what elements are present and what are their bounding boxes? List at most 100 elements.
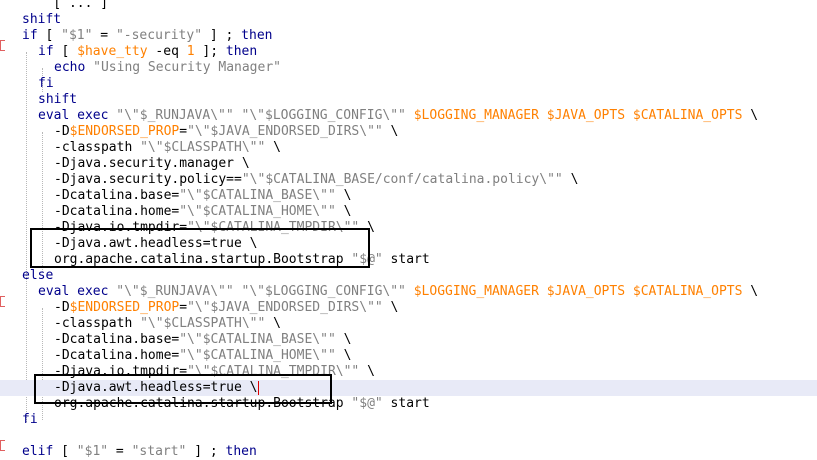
code-token: -Dcatalina.home= xyxy=(54,204,180,219)
code-line[interactable] xyxy=(0,428,817,444)
code-token: elif xyxy=(22,444,54,459)
indent-guide xyxy=(42,308,43,420)
code-token: start xyxy=(382,252,430,267)
code-token: -classpath xyxy=(54,316,141,331)
code-token: ] ; xyxy=(186,444,226,459)
code-token: -Djava.io.tmpdir= xyxy=(54,220,188,235)
indent-guide xyxy=(42,132,43,272)
code-token: \ xyxy=(335,332,352,347)
code-token: = xyxy=(179,124,188,139)
code-token: -Dcatalina.base= xyxy=(54,332,180,347)
code-line[interactable]: else xyxy=(0,268,817,284)
code-token: \ xyxy=(742,284,759,299)
code-line[interactable]: -D$ENDORSED_PROP="\"$JAVA_ENDORSED_DIRS\… xyxy=(0,300,817,316)
code-token: "Using Security Manager" xyxy=(93,60,281,75)
code-token: fi xyxy=(38,76,54,91)
code-token: \ xyxy=(265,316,281,331)
code-token xyxy=(85,60,93,75)
code-line[interactable]: -Djava.security.manager \ xyxy=(0,156,817,172)
code-token: "\"$JAVA_ENDORSED_DIRS\"" xyxy=(187,300,383,315)
code-line[interactable]: -classpath "\"$CLASSPATH\"" \ xyxy=(0,140,817,156)
code-token: "\"$CATALINA_TMPDIR\"" xyxy=(187,220,360,235)
code-token: = xyxy=(179,300,188,315)
code-token: \ xyxy=(359,364,375,379)
code-token: "\"$JAVA_ENDORSED_DIRS\"" xyxy=(187,124,383,139)
code-token: "\"$CATALINA_HOME\"" xyxy=(179,348,336,363)
code-token: $have_tty xyxy=(77,44,148,59)
code-token: \ xyxy=(335,188,352,203)
code-token: "$1" xyxy=(61,28,93,43)
code-line[interactable]: -Dcatalina.home="\"$CATALINA_HOME\"" \ xyxy=(0,204,817,220)
code-token: \ xyxy=(265,140,281,155)
code-token: "\"$CATALINA_HOME\"" xyxy=(179,204,336,219)
code-line[interactable]: org.apache.catalina.startup.Bootstrap "$… xyxy=(0,252,817,268)
code-line[interactable]: -classpath "\"$CLASSPATH\"" \ xyxy=(0,316,817,332)
fold-marker-icon[interactable] xyxy=(0,440,5,451)
code-token: then xyxy=(241,28,273,43)
highlight-box xyxy=(30,228,370,268)
code-line[interactable]: -Djava.security.policy=="\"$CATALINA_BAS… xyxy=(0,172,817,188)
code-line[interactable]: -Dcatalina.base="\"$CATALINA_BASE\"" \ xyxy=(0,332,817,348)
code-token: -Djava.security.policy== xyxy=(54,172,242,187)
code-line[interactable]: shift xyxy=(0,12,817,28)
code-token: shift xyxy=(38,92,78,107)
code-token: $ENDORSED_PROP xyxy=(69,124,180,139)
text-caret xyxy=(257,380,259,395)
code-token: "start" xyxy=(131,444,187,459)
code-token xyxy=(406,284,414,299)
code-line[interactable]: -Djava.awt.headless=true \ xyxy=(0,236,817,252)
code-token: "\"$CLASSPATH\"" xyxy=(140,316,266,331)
code-token: "\"$CATALINA_BASE\"" xyxy=(179,332,336,347)
indent-guide xyxy=(42,68,43,92)
code-token: -D xyxy=(54,300,70,315)
code-line[interactable]: -Dcatalina.home="\"$CATALINA_HOME\"" \ xyxy=(0,348,817,364)
code-token: "\"$CATALINA_BASE/conf/catalina.policy\"… xyxy=(241,172,563,187)
code-token xyxy=(234,284,242,299)
code-token: "$1" xyxy=(76,444,109,459)
code-token: $LOGGING_MANAGER $JAVA_OPTS $CATALINA_OP… xyxy=(413,284,743,299)
code-line[interactable]: eval exec "\"$_RUNJAVA\"" "\"$LOGGING_CO… xyxy=(0,284,817,300)
code-line[interactable]: [ ... ] xyxy=(0,0,817,12)
code-line[interactable]: eval exec "\"$_RUNJAVA\"" "\"$LOGGING_CO… xyxy=(0,108,817,124)
code-line[interactable]: fi xyxy=(0,76,817,92)
fold-marker-icon[interactable] xyxy=(0,40,5,51)
fold-marker-icon[interactable] xyxy=(0,296,5,307)
code-line[interactable]: if [ $have_tty -eq 1 ]; then xyxy=(0,44,817,60)
code-token: "\"$_RUNJAVA\"" xyxy=(116,284,234,299)
code-token: -Djava.security.manager \ xyxy=(54,156,250,171)
code-token xyxy=(406,108,414,123)
code-line[interactable]: fi xyxy=(0,412,817,428)
code-token: -eq xyxy=(147,44,187,59)
code-line[interactable]: -Dcatalina.base="\"$CATALINA_BASE\"" \ xyxy=(0,188,817,204)
code-token: "\"$_RUNJAVA\"" xyxy=(116,108,234,123)
code-token xyxy=(234,108,242,123)
code-token: then xyxy=(225,444,257,459)
code-token: \ xyxy=(382,300,399,315)
code-token: $LOGGING_MANAGER $JAVA_OPTS $CATALINA_OP… xyxy=(413,108,743,123)
code-token: "$@" xyxy=(351,252,383,267)
code-line[interactable]: echo "Using Security Manager" xyxy=(0,60,817,76)
code-token: \ xyxy=(742,108,759,123)
code-token: [ xyxy=(53,444,77,459)
code-token: [ xyxy=(37,28,62,43)
code-token: -Dcatalina.home= xyxy=(54,348,180,363)
code-token: "\"$CLASSPATH\"" xyxy=(140,140,266,155)
code-token: eval exec xyxy=(38,284,109,299)
code-token: shift xyxy=(22,12,62,27)
code-line[interactable]: elif [ "$1" = "start" ] ; then xyxy=(0,444,817,460)
code-token: [ ... ] xyxy=(22,0,109,11)
code-token: \ xyxy=(335,204,352,219)
code-line[interactable]: -Djava.awt.headless=true \ xyxy=(0,380,817,396)
code-line[interactable]: if [ "$1" = "-security" ] ; then xyxy=(0,28,817,44)
code-line[interactable]: shift xyxy=(0,92,817,108)
code-token: "\"$LOGGING_CONFIG\"" xyxy=(241,108,406,123)
code-token: org.apache.catalina.startup.Bootstrap xyxy=(54,252,352,267)
code-token: else xyxy=(22,268,54,283)
code-token: -Djava.awt.headless=true \ xyxy=(54,380,258,395)
code-line[interactable]: -D$ENDORSED_PROP="\"$JAVA_ENDORSED_DIRS\… xyxy=(0,124,817,140)
indent-guide xyxy=(26,52,27,422)
code-line[interactable]: -Djava.io.tmpdir="\"$CATALINA_TMPDIR\"" … xyxy=(0,220,817,236)
code-token: start xyxy=(382,396,430,411)
code-token: "-security" xyxy=(115,28,203,43)
highlight-box xyxy=(34,374,332,404)
